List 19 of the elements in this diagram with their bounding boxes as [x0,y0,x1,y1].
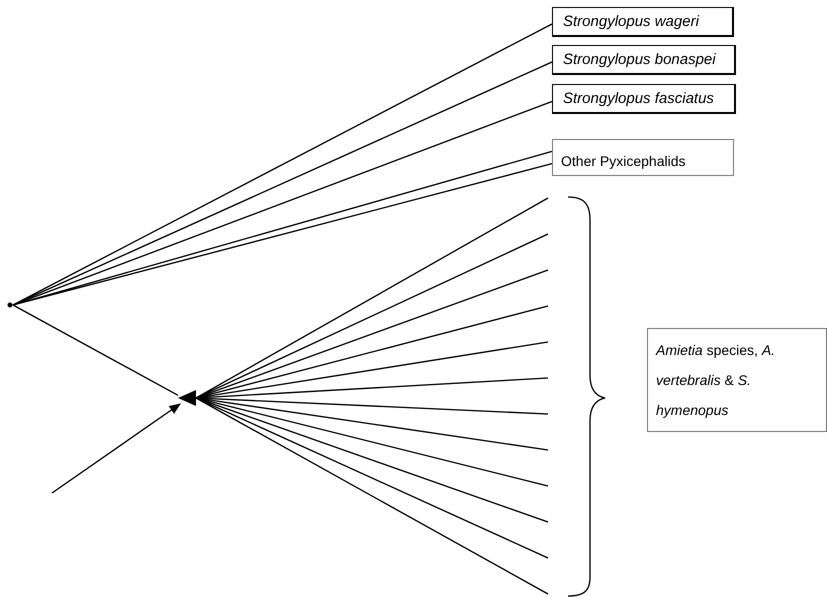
branch-line [196,397,548,595]
taxon-box [552,84,736,114]
taxon-box [552,139,734,176]
taxon-name: Strongylopus wageri [563,13,699,30]
branch-line [196,397,548,559]
arrow [52,403,181,494]
taxon-name: Strongylopus fasciatus [563,90,714,107]
branch-line [12,304,178,396]
taxon-box [552,7,734,37]
branch-node [178,390,196,406]
taxon-box [552,45,736,75]
taxon-name: Strongylopus bonaspei [563,51,716,68]
branch-line [196,233,548,399]
taxon-box [647,328,827,432]
taxon-name: Other Pyxicephalids [561,153,686,169]
branch-line [196,197,548,399]
branch-line [12,100,552,306]
taxon-name: Amietia species, A. vertebralis & S. hymenopus [656,342,776,418]
branch-point [7,302,13,308]
